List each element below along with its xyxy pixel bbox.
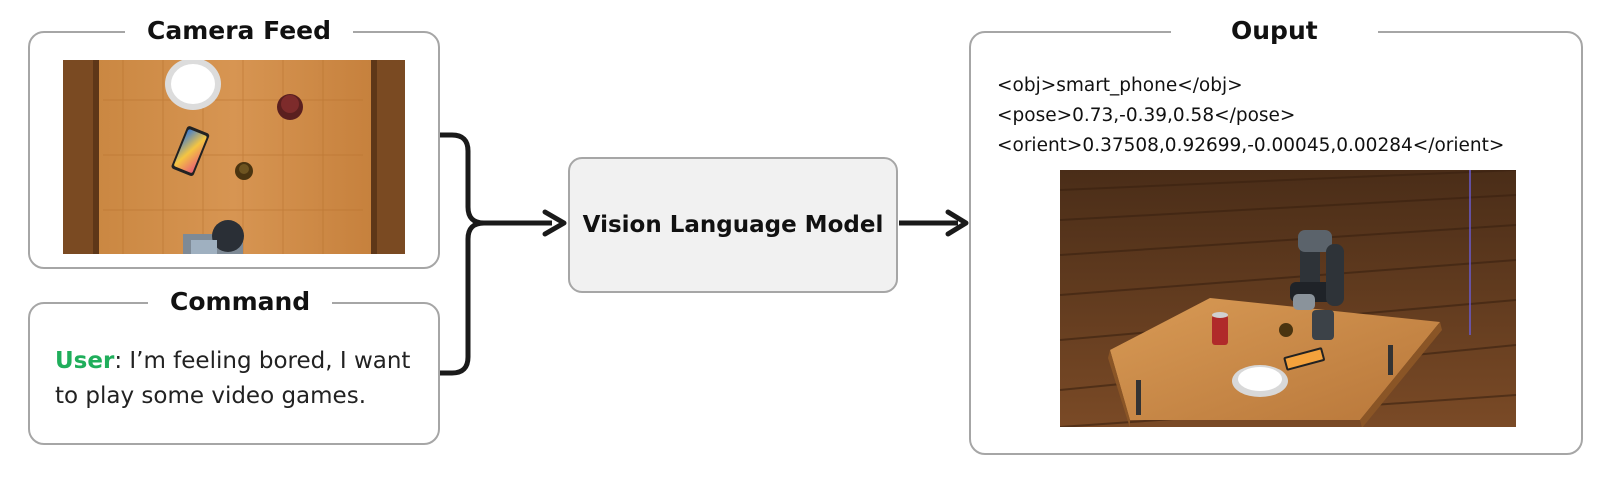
output-pose-line: <pose>0.73,-0.39,0.58</pose>: [997, 105, 1296, 126]
output-text: <obj>smart_phone</obj> <pose>0.73,-0.39,…: [997, 71, 1504, 161]
output-orient-line: <orient>0.37508,0.92699,-0.00045,0.00284…: [997, 135, 1505, 156]
command-title: Command: [148, 287, 333, 317]
vision-language-model-label: Vision Language Model: [582, 212, 884, 238]
output-panel: Ouput <obj>smart_phone</obj> <pose>0.73,…: [969, 16, 1583, 455]
output-title: Ouput: [1171, 16, 1378, 46]
arrow-head-to-model: [542, 209, 567, 237]
output-obj-line: <obj>smart_phone</obj>: [997, 75, 1243, 96]
camera-feed-panel: Camera Feed: [28, 16, 440, 269]
user-label: User: [55, 348, 115, 374]
camera-top-view-image: [63, 60, 405, 254]
robot-simulation-image: [1060, 170, 1516, 427]
command-panel: Command User: I’m feeling bored, I want …: [28, 287, 440, 445]
vision-language-model-box: Vision Language Model: [568, 157, 898, 293]
command-bracket-line: [440, 220, 485, 376]
camera-bracket-line: [440, 132, 552, 226]
user-command: User: I’m feeling bored, I want to play …: [55, 344, 425, 414]
arrow-head-to-output: [945, 209, 969, 237]
command-separator: :: [114, 348, 123, 374]
camera-feed-title: Camera Feed: [125, 16, 353, 46]
command-message: I’m feeling bored, I want to play some v…: [55, 348, 411, 409]
